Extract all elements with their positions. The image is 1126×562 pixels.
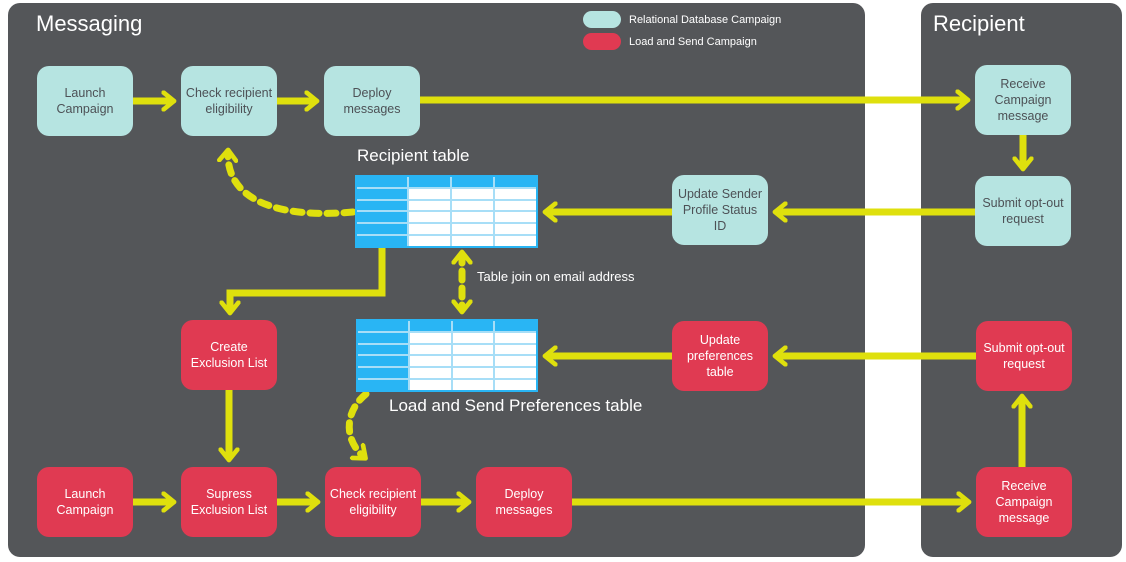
relational-campaign-swatch-icon bbox=[583, 11, 621, 28]
node-rdb-submit-opt-out-request: Submit opt-out request bbox=[975, 176, 1071, 246]
node-rdb-deploy-messages: Deploy messages bbox=[324, 66, 420, 136]
load-send-campaign-swatch-icon bbox=[583, 33, 621, 50]
messaging-panel bbox=[8, 3, 865, 557]
node-supress-exclusion-list: Supress Exclusion List bbox=[181, 467, 277, 537]
table-cell bbox=[358, 321, 408, 331]
table-cell bbox=[495, 224, 536, 235]
node-ls-receive-campaign-message: Receive Campaign message bbox=[976, 467, 1072, 537]
node-update-sender-profile-status-id: Update Sender Profile Status ID bbox=[672, 175, 768, 245]
table-cell bbox=[495, 177, 536, 187]
table-cell bbox=[410, 332, 451, 343]
table-cell bbox=[358, 332, 408, 343]
preferences-table-label: Load and Send Preferences table bbox=[389, 396, 643, 415]
table-cell bbox=[495, 212, 536, 223]
table-join-annotation: Table join on email address bbox=[477, 269, 635, 284]
preferences-table-graphic bbox=[356, 319, 538, 392]
table-cell bbox=[357, 224, 407, 235]
table-cell bbox=[452, 236, 493, 246]
table-cell bbox=[409, 224, 450, 235]
table-cell bbox=[495, 332, 536, 343]
table-cell bbox=[410, 368, 451, 379]
table-cell bbox=[495, 321, 536, 331]
table-cell bbox=[409, 188, 450, 199]
table-cell bbox=[452, 188, 493, 199]
node-ls-deploy-messages: Deploy messages bbox=[476, 467, 572, 537]
node-rdb-launch-campaign: Launch Campaign bbox=[37, 66, 133, 136]
table-cell bbox=[452, 177, 493, 187]
table-cell bbox=[495, 188, 536, 199]
table-cell bbox=[452, 356, 494, 367]
table-cell bbox=[358, 344, 408, 355]
node-rdb-receive-campaign-message: Receive Campaign message bbox=[975, 65, 1071, 135]
table-cell bbox=[452, 368, 494, 379]
table-cell bbox=[410, 356, 451, 367]
table-cell bbox=[410, 321, 451, 331]
table-cell bbox=[452, 212, 493, 223]
table-cell bbox=[452, 200, 493, 211]
table-cell bbox=[357, 177, 407, 187]
table-cell bbox=[357, 212, 407, 223]
table-cell bbox=[410, 380, 451, 390]
legend-item-relational: Relational Database Campaign bbox=[583, 11, 781, 28]
node-ls-launch-campaign: Launch Campaign bbox=[37, 467, 133, 537]
table-cell bbox=[495, 368, 536, 379]
table-cell bbox=[357, 188, 407, 199]
legend-label: Load and Send Campaign bbox=[629, 35, 757, 48]
table-cell bbox=[409, 236, 450, 246]
node-ls-check-recipient-eligibility: Check recipient eligibility bbox=[325, 467, 421, 537]
node-ls-submit-opt-out-request: Submit opt-out request bbox=[976, 321, 1072, 391]
node-update-preferences-table: Update preferences table bbox=[672, 321, 768, 391]
table-cell bbox=[452, 344, 494, 355]
table-cell bbox=[452, 224, 493, 235]
recipient-table-graphic bbox=[355, 175, 538, 248]
table-cell bbox=[409, 177, 450, 187]
table-cell bbox=[452, 380, 494, 390]
table-cell bbox=[410, 344, 451, 355]
table-cell bbox=[358, 368, 408, 379]
node-rdb-check-recipient-eligibility: Check recipient eligibility bbox=[181, 66, 277, 136]
table-cell bbox=[495, 380, 536, 390]
table-cell bbox=[452, 321, 494, 331]
legend-label: Relational Database Campaign bbox=[629, 13, 782, 26]
table-cell bbox=[409, 212, 450, 223]
messaging-panel-title: Messaging bbox=[36, 11, 143, 36]
recipient-table-label: Recipient table bbox=[357, 146, 470, 165]
table-cell bbox=[452, 332, 494, 343]
table-cell bbox=[357, 200, 407, 211]
table-cell bbox=[495, 200, 536, 211]
table-cell bbox=[495, 236, 536, 246]
table-cell bbox=[495, 356, 536, 367]
table-cell bbox=[358, 356, 408, 367]
table-cell bbox=[358, 380, 408, 390]
table-cell bbox=[357, 236, 407, 246]
table-cell bbox=[495, 344, 536, 355]
recipient-panel-title: Recipient bbox=[933, 11, 1025, 36]
legend-item-load-send: Load and Send Campaign bbox=[583, 33, 757, 50]
node-create-exclusion-list: Create Exclusion List bbox=[181, 320, 277, 390]
table-cell bbox=[409, 200, 450, 211]
